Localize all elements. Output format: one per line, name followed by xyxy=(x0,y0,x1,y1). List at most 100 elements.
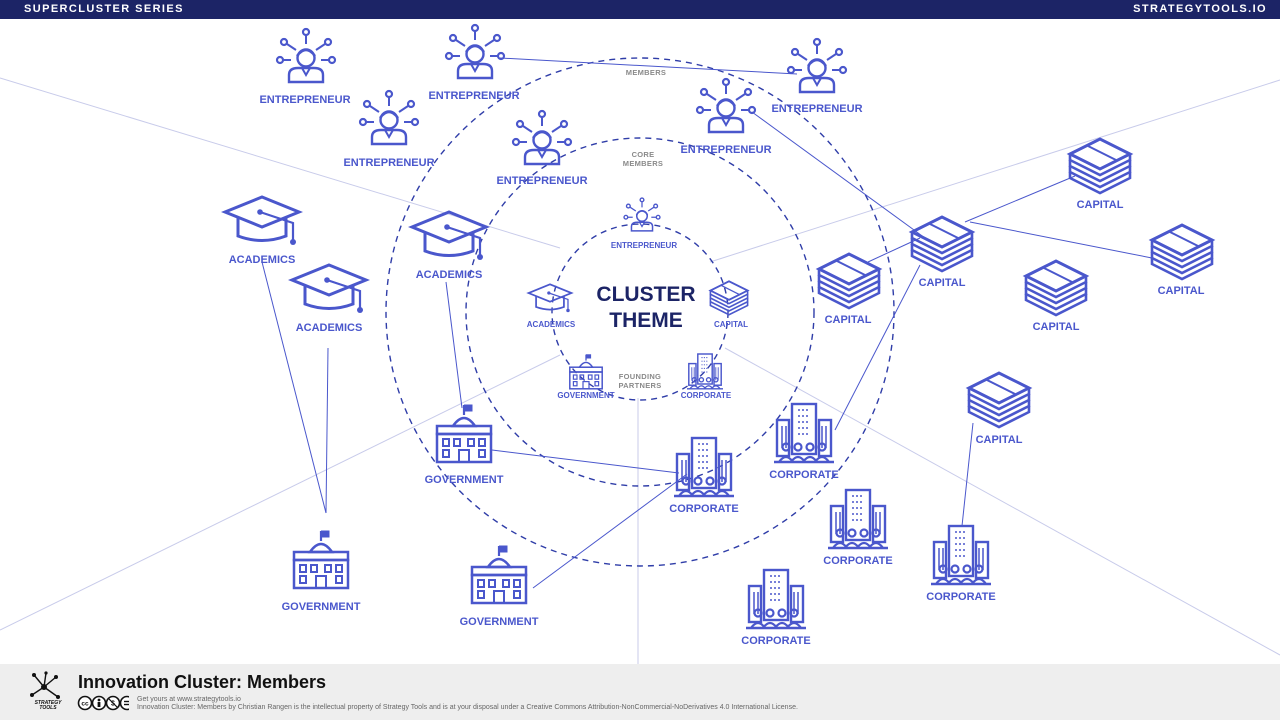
founding-label-2: PARTNERS xyxy=(618,381,661,390)
footer-link[interactable]: Get yours at www.strategytools.io xyxy=(137,696,241,703)
government-node: GOVERNMENT xyxy=(425,403,504,486)
capital-group: CAPITAL CAPITAL CAPITAL CAPITAL CAPITAL … xyxy=(817,137,1214,446)
entrepreneur-node: ENTREPRENEUR xyxy=(496,109,588,187)
corporate-node: CORPORATE xyxy=(741,568,811,647)
entrepreneur-label: ENTREPRENEUR xyxy=(428,90,519,102)
founding-government: GOVERNMENT xyxy=(557,353,615,400)
cluster-diagram: CLUSTER THEME FOUNDING PARTNERS CORE MEM… xyxy=(0,23,1280,664)
entrepreneur-icon xyxy=(786,37,848,94)
corporate-node: CORPORATE xyxy=(769,402,839,481)
logo-text-line-1: STRATEGY xyxy=(34,700,62,706)
government-label: GOVERNMENT xyxy=(557,391,614,400)
entrepreneur-label: ENTREPRENEUR xyxy=(259,94,350,106)
svg-text:cc: cc xyxy=(81,701,89,708)
academics-label: ACADEMICS xyxy=(229,254,296,266)
founding-label-1: FOUNDING xyxy=(619,372,661,381)
corporate-icon xyxy=(686,353,724,390)
corporate-icon xyxy=(826,488,890,550)
government-node: GOVERNMENT xyxy=(460,544,539,628)
footer-license: Innovation Cluster: Members by Christian… xyxy=(137,704,798,711)
entrepreneur-label: ENTREPRENEUR xyxy=(771,103,862,115)
corporate-icon xyxy=(744,568,808,630)
zone-labels: FOUNDING PARTNERS CORE MEMBERS MEMBERS xyxy=(618,68,665,390)
cc-icon: cc xyxy=(77,695,93,711)
founding-academics: ACADEMICS xyxy=(527,283,576,329)
corporate-group: CORPORATE CORPORATE CORPORATE CORPORATE … xyxy=(669,402,996,647)
entrepreneur-node: ENTREPRENEUR xyxy=(771,37,863,115)
capital-label: CAPITAL xyxy=(1033,321,1080,333)
capital-node: CAPITAL xyxy=(1024,259,1088,333)
academics-node: ACADEMICS xyxy=(290,263,368,334)
entrepreneur-node: ENTREPRENEUR xyxy=(259,27,351,106)
government-icon xyxy=(470,544,528,605)
academics-label: ACADEMICS xyxy=(527,320,576,329)
creative-commons-icons: cc $ xyxy=(77,695,129,711)
capital-node: CAPITAL xyxy=(1068,137,1132,211)
entrepreneur-icon xyxy=(358,89,420,146)
corporate-node: CORPORATE xyxy=(823,488,893,567)
corporate-label: CORPORATE xyxy=(741,635,810,647)
capital-label: CAPITAL xyxy=(919,277,966,289)
government-label: GOVERNMENT xyxy=(460,616,539,628)
capital-node: CAPITAL xyxy=(1150,223,1214,297)
capital-icon xyxy=(817,252,881,310)
corporate-label: CORPORATE xyxy=(926,591,995,603)
entrepreneur-label: ENTREPRENEUR xyxy=(343,157,434,169)
founding-corporate: CORPORATE xyxy=(681,353,732,400)
entrepreneur-node: ENTREPRENEUR xyxy=(343,89,435,169)
cluster-theme: CLUSTER THEME xyxy=(596,283,695,332)
site-name: STRATEGYTOOLS.IO xyxy=(1133,3,1267,15)
entrepreneur-node: ENTREPRENEUR xyxy=(680,77,772,156)
nc-icon: $ xyxy=(105,695,121,711)
government-label: GOVERNMENT xyxy=(425,474,504,486)
government-icon xyxy=(292,529,350,590)
core-label-1: CORE xyxy=(632,150,655,159)
government-label: GOVERNMENT xyxy=(282,601,361,613)
cluster-theme-line-2: THEME xyxy=(609,309,683,332)
academics-node: ACADEMICS xyxy=(410,210,488,281)
by-icon xyxy=(91,695,107,711)
academics-label: ACADEMICS xyxy=(416,269,483,281)
members-ring xyxy=(385,57,895,567)
core-members-ring xyxy=(465,137,815,487)
capital-node: CAPITAL xyxy=(967,371,1031,446)
academics-node: ACADEMICS xyxy=(223,195,301,266)
entrepreneur-icon xyxy=(695,77,757,134)
entrepreneur-icon xyxy=(444,23,506,80)
founding-partners-ring xyxy=(551,223,729,401)
academics-icon xyxy=(527,283,573,314)
footer: STRATEGY TOOLS Innovation Cluster: Membe… xyxy=(0,664,1280,720)
government-icon xyxy=(435,403,493,464)
core-label-2: MEMBERS xyxy=(623,159,663,168)
capital-icon xyxy=(967,371,1031,429)
corporate-label: CORPORATE xyxy=(669,503,738,515)
capital-label: CAPITAL xyxy=(825,314,872,326)
government-node: GOVERNMENT xyxy=(282,529,361,613)
entrepreneurs: ENTREPRENEUR ENTREPRENEUR ENTREPRENEUR E… xyxy=(259,23,863,187)
capital-icon xyxy=(910,215,974,273)
capital-icon xyxy=(1068,137,1132,195)
capital-node: CAPITAL xyxy=(817,252,881,326)
capital-label: CAPITAL xyxy=(1158,285,1205,297)
cluster-theme-line-1: CLUSTER xyxy=(596,283,695,306)
academics-icon xyxy=(290,263,368,315)
corporate-label: CORPORATE xyxy=(769,469,838,481)
government-icon xyxy=(569,353,603,390)
series-title: SUPERCLUSTER SERIES xyxy=(24,3,184,15)
logo-text-line-2: TOOLS xyxy=(39,705,57,711)
entrepreneur-icon xyxy=(623,197,661,232)
corporate-label: CORPORATE xyxy=(823,555,892,567)
government-group: GOVERNMENT GOVERNMENT GOVERNMENT xyxy=(282,403,539,628)
entrepreneur-icon xyxy=(275,27,337,84)
entrepreneur-label: ENTREPRENEUR xyxy=(611,241,677,250)
svg-text:$: $ xyxy=(111,701,115,708)
corporate-icon xyxy=(772,402,836,464)
capital-label: CAPITAL xyxy=(1077,199,1124,211)
corporate-label: CORPORATE xyxy=(681,391,732,400)
academics-label: ACADEMICS xyxy=(296,322,363,334)
top-bar: SUPERCLUSTER SERIES STRATEGYTOOLS.IO xyxy=(0,0,1280,19)
strategy-tools-logo-icon xyxy=(30,671,60,699)
nd-icon xyxy=(119,695,129,711)
academics-group: ACADEMICS ACADEMICS ACADEMICS xyxy=(223,195,488,334)
member-rings xyxy=(385,57,895,567)
